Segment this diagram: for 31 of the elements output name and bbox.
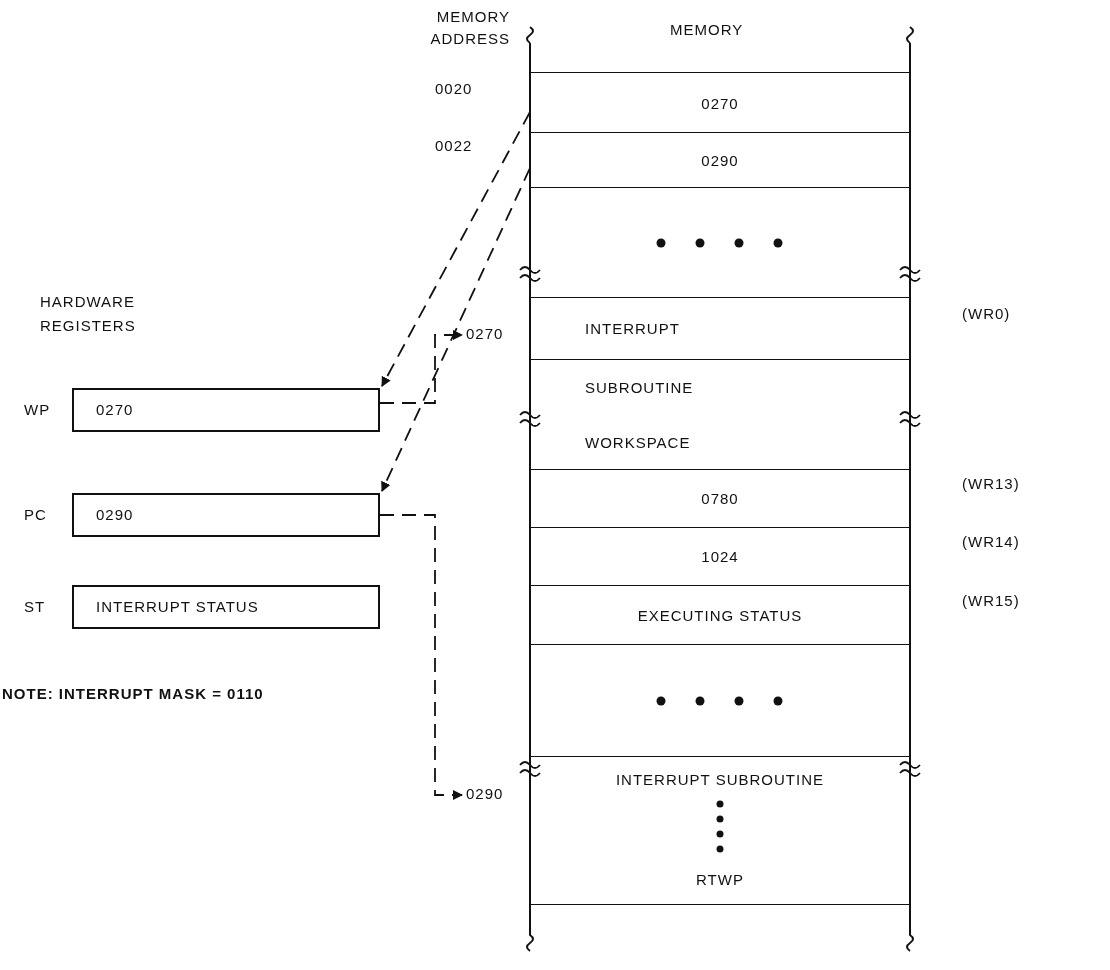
register-value: 0270	[96, 401, 134, 418]
cell-text: SUBROUTINE WORKSPACE	[585, 378, 695, 453]
cell-text: INTERRUPT SUBROUTINE	[614, 771, 826, 788]
address-label: 0270	[466, 325, 504, 342]
address-label: 0022	[435, 136, 473, 154]
address-label: 0290	[466, 785, 504, 802]
cell-text: 0780	[700, 490, 740, 507]
note-text: NOTE: INTERRUPT MASK = 0110	[2, 685, 264, 702]
register-name-label: (WR14)	[962, 533, 1020, 550]
cell-text: 0290	[700, 151, 740, 169]
register-name-label: ST	[24, 598, 46, 615]
cell-text: EXECUTING STATUS	[636, 606, 804, 624]
axis-heading: MEMORY ADDRESS	[429, 7, 510, 49]
dashed-arrow	[381, 167, 531, 492]
register-name-label: (WR13)	[962, 475, 1020, 492]
register-name-label: (WR0)	[962, 305, 1011, 322]
register-value: 0290	[96, 506, 134, 523]
address-label: 0020	[435, 79, 473, 97]
section-heading: HARDWARE REGISTERS	[40, 292, 137, 336]
dashed-arrow	[379, 514, 463, 800]
register-name-label: PC	[24, 506, 47, 523]
cell-text: INTERRUPT	[585, 320, 680, 337]
column-heading: MEMORY	[670, 21, 744, 38]
register-name-label: WP	[24, 401, 51, 418]
dashed-arrow	[381, 111, 531, 387]
register-name-label: (WR15)	[962, 591, 1020, 609]
cell-text: RTWP	[695, 871, 745, 888]
register-value: INTERRUPT STATUS	[96, 598, 259, 615]
cell-text: 0270	[700, 94, 740, 112]
dashed-arrow	[379, 330, 463, 404]
cell-text: 1024	[700, 548, 740, 565]
